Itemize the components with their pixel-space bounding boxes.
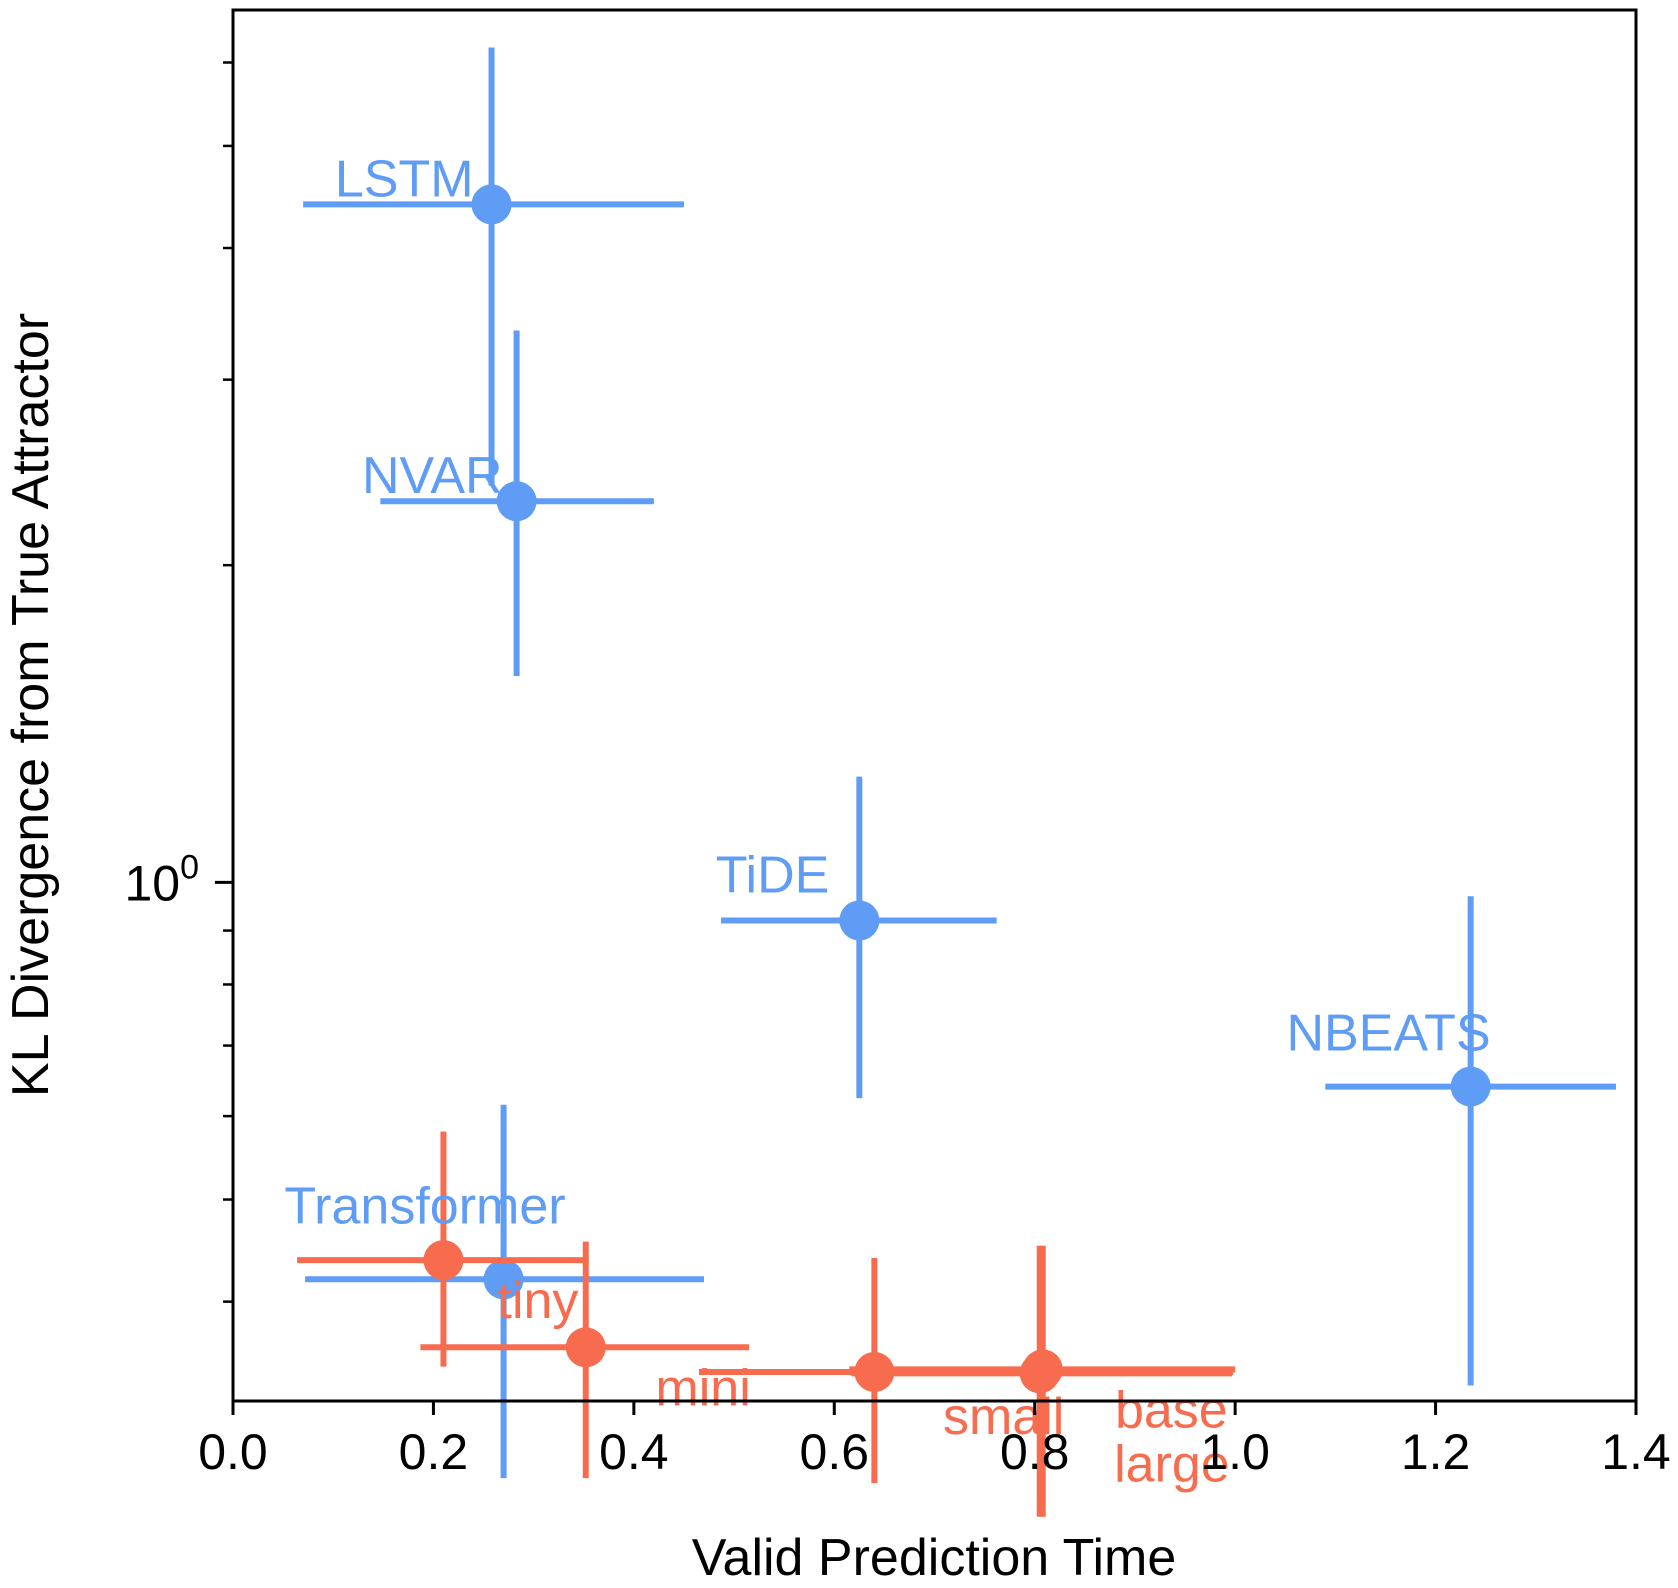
x-tick-label: 1.0 [1200, 1424, 1270, 1480]
point-tiny-marker [423, 1240, 464, 1281]
point-nvar-label: NVAR [362, 447, 503, 505]
x-axis-label: Valid Prediction Time [692, 1529, 1177, 1587]
point-base-label: base [1115, 1381, 1228, 1439]
point-large-label: large [1114, 1435, 1230, 1493]
y-tick-label-exponent: 0 [180, 848, 199, 886]
point-nbeats-marker [1450, 1066, 1491, 1107]
y-axis-label: KL Divergence from True Attractor [2, 313, 60, 1097]
point-large-marker [1019, 1353, 1060, 1394]
x-tick-label: 0.6 [800, 1424, 870, 1480]
plot-frame [231, 8, 1638, 1403]
point-mini-marker [565, 1327, 606, 1368]
data-marks [297, 47, 1616, 1517]
y-axis: 100 [124, 61, 233, 1303]
x-tick-label: 0.8 [1000, 1424, 1070, 1480]
x-tick-label: 1.2 [1401, 1424, 1471, 1480]
point-labels: LSTM NVAR TiDE NBEATS Transformer tiny mini sma… [284, 150, 1490, 1493]
x-tick-label: 1.4 [1601, 1424, 1671, 1480]
point-small-label: small [943, 1388, 1064, 1446]
point-nbeats-label: NBEATS [1286, 1005, 1490, 1063]
point-transformer-marker [483, 1259, 524, 1300]
point-lstm-marker [471, 184, 512, 225]
point-lstm-label: LSTM [335, 150, 474, 208]
y-tick-label: 100 [124, 848, 199, 911]
point-tiny-label: tiny [498, 1272, 579, 1330]
point-nvar-marker [496, 481, 537, 522]
x-tick-label: 0.0 [198, 1424, 268, 1480]
point-tide-marker [839, 900, 880, 941]
y-tick-label-base: 10 [124, 855, 180, 911]
point-mini-label: mini [655, 1359, 750, 1417]
point-transformer-label: Transformer [284, 1177, 565, 1235]
x-tick-label: 0.2 [399, 1424, 469, 1480]
point-tide-label: TiDE [716, 847, 830, 905]
x-tick-label: 0.4 [599, 1424, 669, 1480]
x-axis: 0.0 0.2 0.4 0.6 0.8 1.0 1.2 1.4 [198, 1401, 1671, 1480]
